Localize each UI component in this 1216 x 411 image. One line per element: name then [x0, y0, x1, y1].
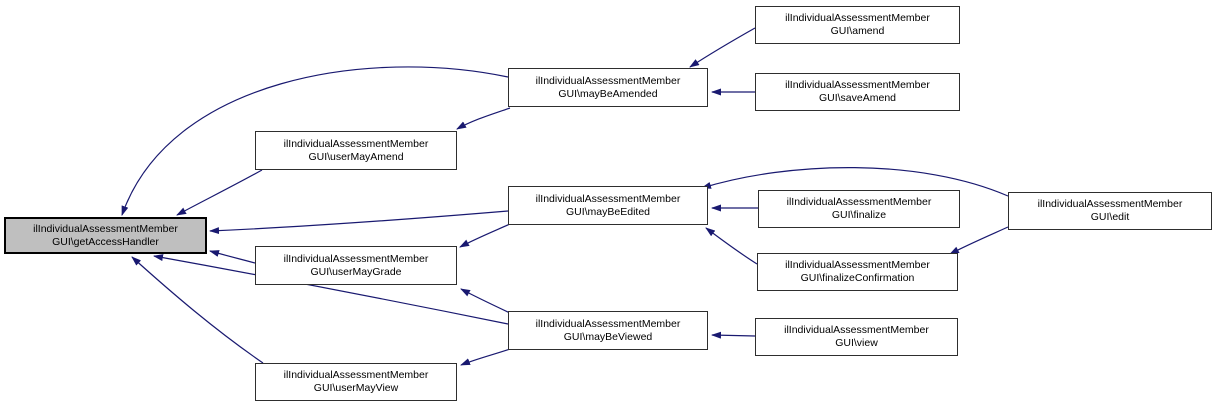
node-userMayAmend[interactable]: ilIndividualAssessmentMember GUI\userMay…	[255, 131, 457, 170]
node-mayBeViewed[interactable]: ilIndividualAssessmentMember GUI\mayBeVi…	[508, 311, 708, 350]
edge-view-to-mayBeViewed	[711, 331, 756, 339]
node-amend-line1: ilIndividualAssessmentMember	[785, 12, 930, 24]
edge-mayBeViewed-to-getAccessHandler	[153, 254, 509, 325]
node-edit[interactable]: ilIndividualAssessmentMember GUI\edit	[1008, 192, 1212, 230]
node-userMayView-line1: ilIndividualAssessmentMember	[283, 369, 429, 381]
node-finalizeConfirmation-line2: GUI\finalizeConfirmation	[800, 272, 915, 284]
node-getAccessHandler-line2: GUI\getAccessHandler	[52, 235, 159, 248]
node-userMayAmend-line2: GUI\userMayAmend	[308, 150, 404, 163]
node-getAccessHandler[interactable]: ilIndividualAssessmentMember GUI\getAcce…	[4, 217, 207, 254]
node-userMayView[interactable]: ilIndividualAssessmentMember GUI\userMay…	[255, 363, 457, 401]
node-userMayView-line2: GUI\userMayView	[313, 382, 399, 394]
node-mayBeEdited[interactable]: ilIndividualAssessmentMember GUI\mayBeEd…	[508, 186, 708, 225]
edge-amend-to-mayBeAmended	[689, 27, 756, 68]
edge-mayBeEdited-to-userMayGrade	[459, 223, 511, 248]
edge-mayBeViewed-to-userMayGrade	[460, 288, 511, 314]
node-finalizeConfirmation[interactable]: ilIndividualAssessmentMember GUI\finaliz…	[757, 253, 958, 291]
node-view[interactable]: ilIndividualAssessmentMember GUI\view	[755, 318, 958, 356]
node-finalize[interactable]: ilIndividualAssessmentMember GUI\finaliz…	[758, 190, 960, 228]
edge-finalizeConfirmation-to-mayBeEdited	[705, 227, 758, 265]
node-mayBeViewed-line2: GUI\mayBeViewed	[563, 330, 653, 343]
node-getAccessHandler-line1: ilIndividualAssessmentMember	[33, 222, 178, 235]
node-userMayGrade-line2: GUI\userMayGrade	[310, 265, 402, 278]
edge-userMayAmend-to-getAccessHandler	[176, 169, 263, 216]
node-userMayGrade[interactable]: ilIndividualAssessmentMember GUI\userMay…	[255, 246, 457, 285]
node-mayBeEdited-line1: ilIndividualAssessmentMember	[535, 192, 681, 205]
node-finalizeConfirmation-line1: ilIndividualAssessmentMember	[785, 259, 930, 271]
edge-mayBeEdited-to-getAccessHandler	[209, 210, 509, 235]
edge-userMayView-to-getAccessHandler	[131, 256, 264, 364]
node-edit-line1: ilIndividualAssessmentMember	[1037, 198, 1183, 210]
node-mayBeEdited-line2: GUI\mayBeEdited	[565, 205, 651, 218]
node-amend-line2: GUI\amend	[830, 25, 885, 37]
edge-userMayGrade-to-getAccessHandler	[209, 250, 256, 264]
edge-mayBeViewed-to-userMayView	[460, 348, 511, 366]
node-mayBeAmended[interactable]: ilIndividualAssessmentMember GUI\mayBeAm…	[508, 68, 708, 107]
node-saveAmend[interactable]: ilIndividualAssessmentMember GUI\saveAme…	[755, 73, 960, 111]
node-mayBeAmended-line1: ilIndividualAssessmentMember	[535, 74, 681, 87]
edge-edit-to-finalizeConfirmation	[949, 226, 1009, 255]
node-mayBeViewed-line1: ilIndividualAssessmentMember	[535, 317, 681, 330]
node-mayBeAmended-line2: GUI\mayBeAmended	[558, 87, 658, 100]
edge-edit-to-mayBeEdited	[701, 167, 1009, 197]
node-userMayGrade-line1: ilIndividualAssessmentMember	[283, 252, 429, 265]
node-userMayAmend-line1: ilIndividualAssessmentMember	[283, 137, 429, 150]
node-view-line1: ilIndividualAssessmentMember	[784, 324, 929, 336]
node-saveAmend-line2: GUI\saveAmend	[818, 92, 897, 104]
edge-mayBeAmended-to-userMayAmend	[456, 107, 511, 130]
edge-mayBeAmended-to-getAccessHandler	[121, 66, 509, 216]
node-edit-line2: GUI\edit	[1090, 211, 1130, 223]
node-saveAmend-line1: ilIndividualAssessmentMember	[785, 79, 930, 91]
node-amend[interactable]: ilIndividualAssessmentMember GUI\amend	[755, 6, 960, 44]
node-finalize-line2: GUI\finalize	[831, 209, 887, 221]
node-view-line2: GUI\view	[835, 337, 878, 349]
node-finalize-line1: ilIndividualAssessmentMember	[786, 196, 932, 208]
